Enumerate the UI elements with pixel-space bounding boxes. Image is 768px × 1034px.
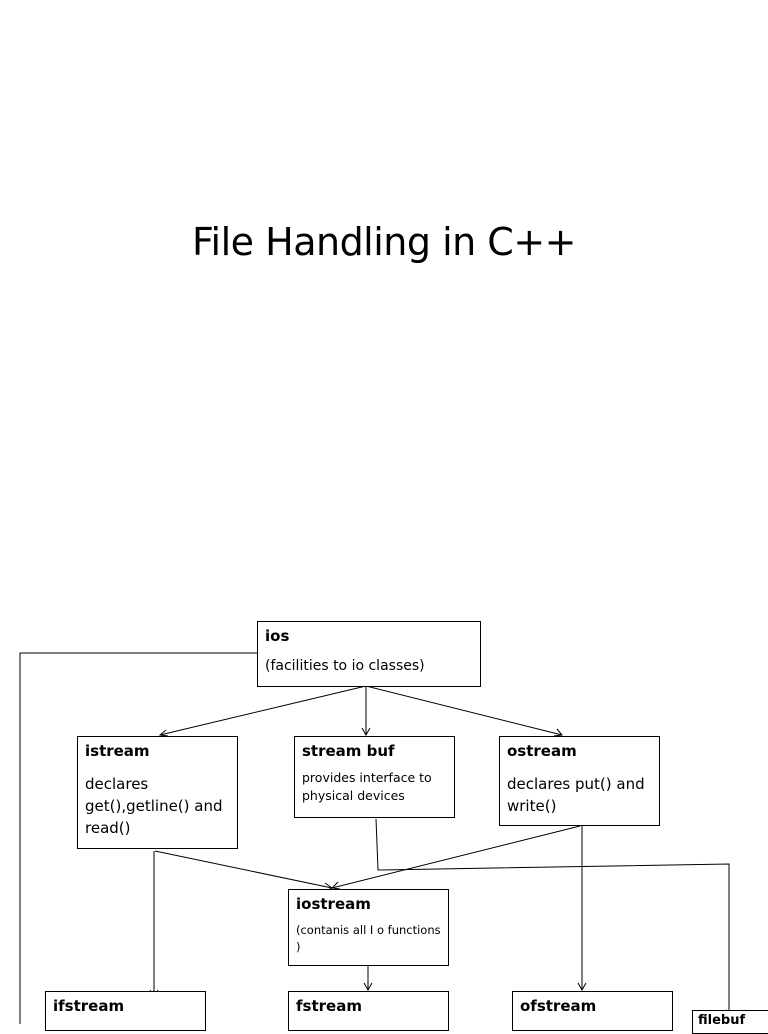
edge-streambuf-filebuf xyxy=(375,818,730,1018)
node-ostream-desc: declares put() and write() xyxy=(507,775,645,815)
node-iostream-desc: (contanis all I o functions ) xyxy=(296,923,441,954)
arrowhead xyxy=(363,982,373,992)
node-ifstream: ifstream xyxy=(45,991,206,1031)
node-istream: istream declares get(),getline() and rea… xyxy=(77,736,238,849)
edge-ios-istream xyxy=(159,685,367,736)
node-streambuf-name: stream buf xyxy=(302,742,395,760)
node-ios-desc: (facilities to io classes) xyxy=(265,658,425,674)
node-ofstream-name: ofstream xyxy=(520,997,597,1015)
node-fstream: fstream xyxy=(288,991,449,1031)
arrowhead xyxy=(330,881,341,890)
arrowhead xyxy=(553,728,563,737)
node-ostream-name: ostream xyxy=(507,742,577,760)
edge-ostream-iostream xyxy=(331,825,581,889)
node-istream-desc: declares get(),getline() and read() xyxy=(85,775,223,837)
arrowhead xyxy=(158,729,169,737)
node-streambuf-desc: provides interface to physical devices xyxy=(302,770,432,803)
node-fstream-name: fstream xyxy=(296,997,362,1015)
node-ofstream: ofstream xyxy=(512,991,673,1031)
node-filebuf-name: filebuf xyxy=(698,1013,746,1028)
node-ostream: ostream declares put() and write() xyxy=(499,736,660,826)
node-iostream-name: iostream xyxy=(296,895,371,913)
node-ios: ios (facilities to io classes) xyxy=(257,621,481,687)
edge-istream-iostream xyxy=(154,850,333,889)
node-filebuf: filebuf xyxy=(692,1010,768,1034)
arrowhead xyxy=(361,727,371,737)
page-title: File Handling in C++ xyxy=(191,220,577,264)
node-ifstream-name: ifstream xyxy=(53,997,125,1015)
node-ios-name: ios xyxy=(265,627,290,645)
node-istream-name: istream xyxy=(85,742,150,760)
arrowhead xyxy=(577,982,587,992)
node-streambuf: stream buf provides interface to physica… xyxy=(294,736,455,818)
node-iostream: iostream (contanis all I o functions ) xyxy=(288,889,449,966)
edge-ios-ostream xyxy=(365,685,563,736)
edge-ios-left xyxy=(19,652,257,1024)
